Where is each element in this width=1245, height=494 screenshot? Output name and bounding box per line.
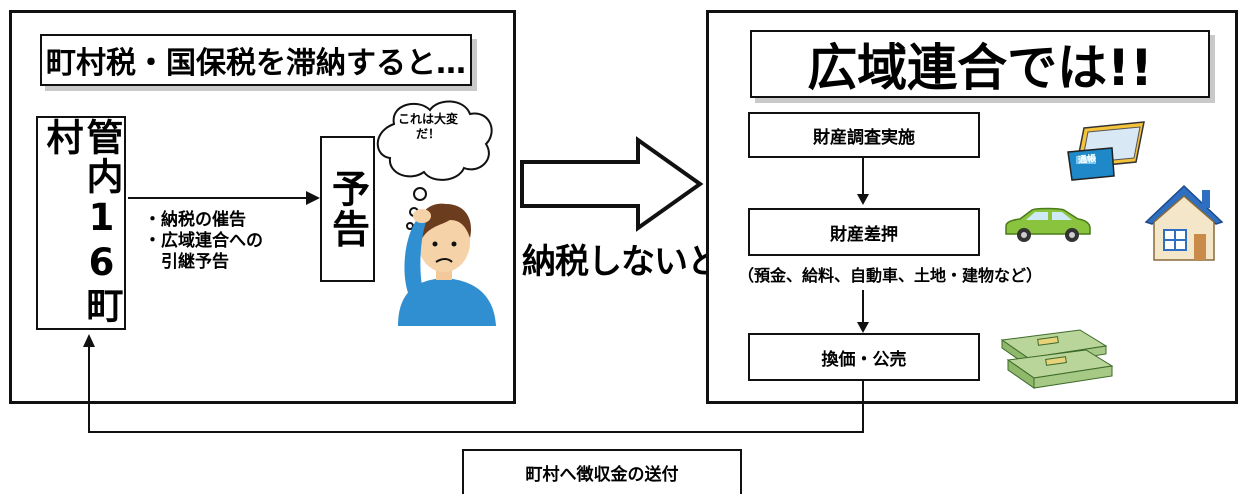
- big-right-arrow: [520, 136, 704, 232]
- flow-arrowhead-2: [857, 322, 869, 333]
- right-panel-title: 広域連合では!!: [750, 30, 1210, 98]
- seizure-examples: （預金、給料、自動車、土地・建物など）: [738, 266, 1043, 285]
- notice-box: 予告: [320, 136, 375, 282]
- thought-bubble: [376, 100, 493, 230]
- remittance-box: 町村へ徴収金の送付: [462, 449, 742, 494]
- worried-man-illustration: [398, 203, 496, 326]
- right-title-text: 広域連合では!!: [807, 39, 1153, 97]
- return-line-across: [88, 431, 864, 433]
- flow-line-1: [862, 158, 864, 196]
- flow-arrowhead-1: [857, 194, 869, 205]
- car-illustration: [1005, 207, 1091, 242]
- money-stack-illustration: [1000, 329, 1114, 389]
- notice-bullets: ・納税の催告 ・広域連合への 引継予告: [144, 210, 263, 273]
- thought-text: これは大変だ！: [398, 112, 459, 141]
- step-property-investigation: 財産調査実施: [748, 112, 980, 158]
- notice-label: 予告: [325, 169, 370, 249]
- remittance-label: 町村へ徴収金の送付: [525, 465, 679, 485]
- left-title-text: 町村税・国保税を滞納すると…: [46, 46, 466, 81]
- return-line-up: [88, 346, 90, 433]
- bullet-item: 引継予告: [144, 252, 229, 272]
- return-line-down: [862, 381, 864, 433]
- arrowhead-to-notice: [306, 191, 320, 205]
- bankbook-label: 通帳: [1077, 154, 1097, 166]
- bankbook-card-illustration: [1067, 121, 1145, 181]
- bullet-item: ・広域連合への: [144, 231, 263, 251]
- towns-box: 管内16町村: [36, 116, 126, 330]
- flow-line-2: [862, 290, 864, 324]
- bullet-item: ・納税の催告: [144, 210, 246, 230]
- towns-to-notice-line: [128, 197, 308, 199]
- towns-label: 管内16町村: [40, 118, 123, 325]
- step-label: 財産差押: [830, 224, 898, 245]
- step-liquidation-auction: 換価・公売: [748, 333, 980, 381]
- step-label: 換価・公売: [821, 349, 907, 370]
- step-label: 財産調査実施: [813, 127, 915, 148]
- return-arrowhead: [83, 334, 95, 347]
- step-seizure: 財産差押: [748, 208, 980, 256]
- left-panel-title: 町村税・国保税を滞納すると…: [40, 34, 472, 86]
- house-illustration: [1144, 184, 1224, 261]
